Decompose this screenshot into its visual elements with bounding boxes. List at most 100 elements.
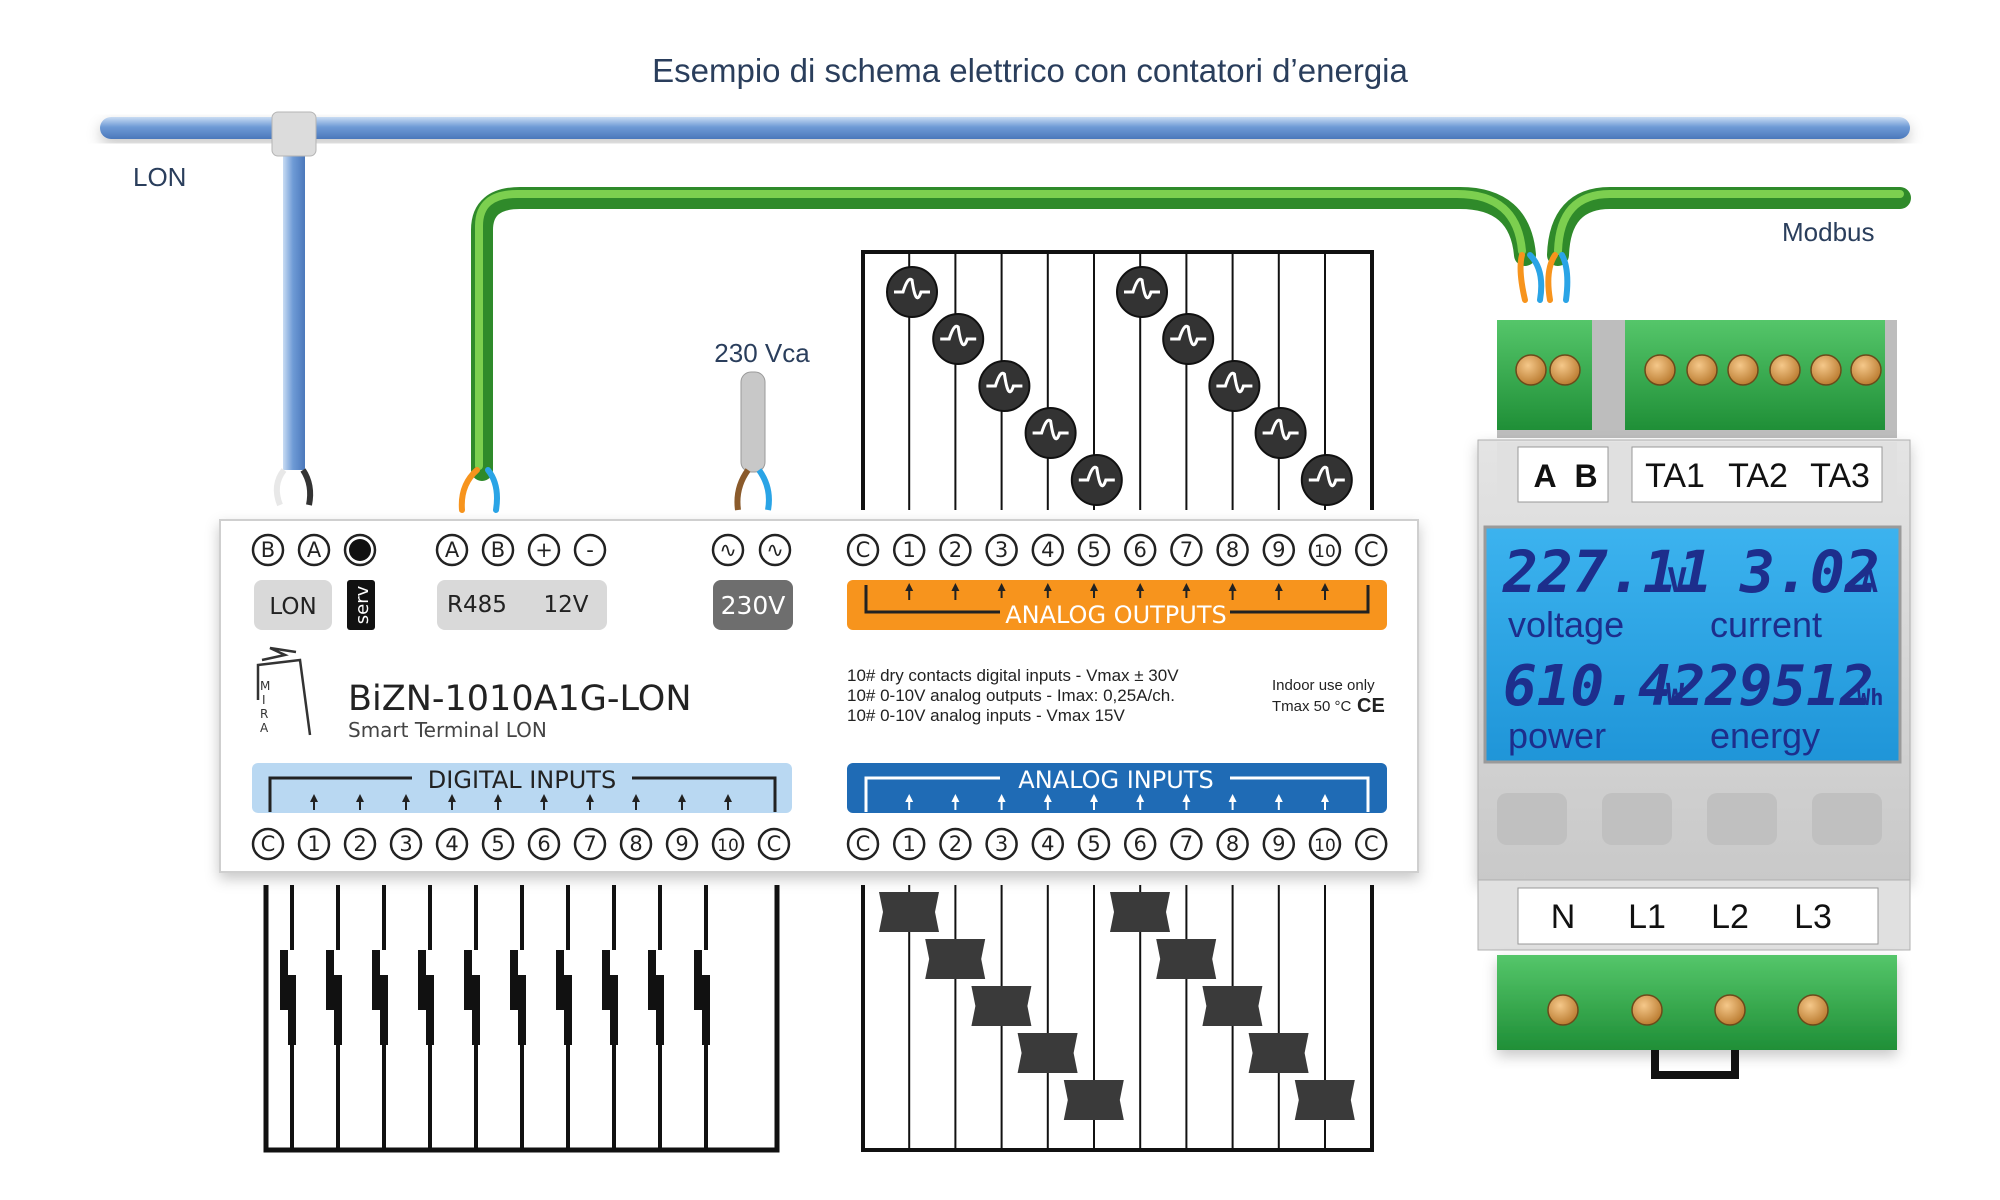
digital-input-terminal: 10 — [711, 827, 745, 861]
meter-button-1[interactable] — [1497, 793, 1567, 845]
meter-screw — [1797, 994, 1829, 1026]
svg-text:∿: ∿ — [719, 538, 737, 562]
meter-lcd — [1483, 525, 1902, 764]
svg-text:2: 2 — [353, 832, 366, 856]
digital-input-terminal: C — [757, 827, 791, 861]
meter-screw — [1515, 354, 1547, 386]
serv-label: serv — [352, 585, 373, 624]
lon-bus-label: LON — [133, 162, 186, 192]
svg-text:B: B — [491, 538, 505, 562]
digital-inputs-label: DIGITAL INPUTS — [428, 766, 616, 794]
lcd-energy-value: 29512 — [1704, 654, 1874, 719]
meter-terminal-label: TA2 — [1728, 457, 1788, 495]
svg-text:6: 6 — [1134, 538, 1147, 562]
analog-input-sensor — [1017, 1033, 1078, 1073]
analog-input-sensor — [879, 892, 939, 932]
meter-button-2[interactable] — [1602, 793, 1672, 845]
analog-output-terminal: 9 — [1262, 533, 1296, 567]
meter-screw — [1686, 354, 1718, 386]
spec-digital-inputs: 10# dry contacts digital inputs - Vmax ±… — [847, 666, 1179, 685]
analog-outputs-label: ANALOG OUTPUTS — [1005, 601, 1226, 629]
spec-analog-inputs: 10# 0-10V analog inputs - Vmax 15V — [847, 706, 1126, 725]
digital-input-terminal: 4 — [435, 827, 469, 861]
lcd-power-unit: W — [1666, 678, 1685, 713]
analog-output-terminal: 8 — [1216, 533, 1249, 567]
svg-text:A: A — [445, 538, 460, 562]
digital-input-contact — [280, 885, 296, 1150]
analog-output-load — [932, 313, 985, 365]
analog-input-terminal: 1 — [892, 827, 926, 861]
analog-input-terminal: 2 — [939, 827, 972, 861]
svg-text:C: C — [856, 832, 871, 856]
digital-input-contact — [372, 885, 388, 1150]
analog-input-sensor — [1248, 1033, 1309, 1073]
digital-input-terminal: 3 — [389, 827, 423, 861]
lon-terminal: B — [251, 533, 285, 567]
meter-terminal-label: TA1 — [1645, 457, 1705, 495]
svg-text:C: C — [1364, 538, 1379, 562]
svg-text:5: 5 — [1087, 832, 1100, 856]
meter-terminal-label: B — [1574, 458, 1597, 494]
analog-output-load — [978, 360, 1031, 412]
analog-output-load — [886, 266, 938, 318]
svg-text:I: I — [262, 693, 266, 707]
svg-text:5: 5 — [491, 832, 504, 856]
rs485-terminal: A — [435, 533, 469, 567]
lcd-current-unit: A — [1860, 565, 1878, 600]
analog-input-terminal: 8 — [1216, 827, 1249, 861]
meter-button-3[interactable] — [1707, 793, 1777, 845]
meter-terminal-label: A — [1533, 458, 1556, 494]
analog-input-sensor — [1202, 986, 1263, 1026]
digital-input-contact — [418, 885, 434, 1150]
digital-input-terminal: 6 — [527, 827, 561, 861]
lon-terminal: A — [297, 533, 331, 567]
rs485-terminal: + — [527, 533, 561, 567]
analog-input-sensor — [1110, 892, 1170, 932]
analog-output-terminal: 7 — [1170, 533, 1203, 567]
svg-text:C: C — [856, 538, 871, 562]
lcd-energy-label: energy — [1710, 715, 1820, 756]
analog-output-loads — [861, 250, 1374, 510]
lcd-voltage-unit: V — [1667, 561, 1687, 601]
meter-terminal-label: L3 — [1794, 898, 1832, 936]
analog-output-load — [1024, 407, 1077, 459]
digital-input-contact — [326, 885, 342, 1150]
meter-screw — [1727, 354, 1759, 386]
modbus-cable — [458, 187, 1911, 513]
analog-input-terminal: C — [1354, 827, 1388, 861]
lcd-power-label: power — [1508, 715, 1606, 756]
svg-text:7: 7 — [583, 832, 596, 856]
analog-input-terminal: C — [846, 827, 880, 861]
mira-logo: M I R A — [256, 646, 312, 736]
meter-button-4[interactable] — [1812, 793, 1882, 845]
digital-input-contact — [648, 885, 664, 1150]
svg-text:A: A — [260, 721, 269, 735]
analog-input-terminal: 6 — [1123, 827, 1157, 861]
svg-text:3: 3 — [995, 832, 1008, 856]
svg-text:+: + — [535, 538, 553, 562]
lcd-current-label: current — [1710, 604, 1822, 645]
svg-text:6: 6 — [537, 832, 550, 856]
svg-text:8: 8 — [1226, 538, 1239, 562]
digital-input-terminal: C — [251, 827, 285, 861]
analog-input-terminal: 5 — [1077, 827, 1111, 861]
serv-button[interactable] — [347, 580, 375, 630]
svg-text:C: C — [1364, 832, 1379, 856]
rs485-terminal: B — [481, 533, 515, 567]
digital-inputs-arrows — [310, 794, 732, 810]
svg-text:A: A — [307, 538, 322, 562]
svg-text:4: 4 — [1041, 538, 1054, 562]
analog-input-sensors — [861, 885, 1374, 1152]
lcd-energy-unit: Wh — [1857, 686, 1884, 711]
power-terminals: ∿∿ — [711, 533, 792, 567]
analog-input-terminal: 10 — [1308, 827, 1342, 861]
svg-text:8: 8 — [629, 832, 642, 856]
lcd-power-value: 610.42 — [1503, 654, 1705, 719]
svg-text:8: 8 — [1226, 832, 1239, 856]
svg-text:10: 10 — [717, 836, 739, 856]
lon-box-label: LON — [269, 594, 316, 620]
supply-cable — [734, 371, 772, 511]
